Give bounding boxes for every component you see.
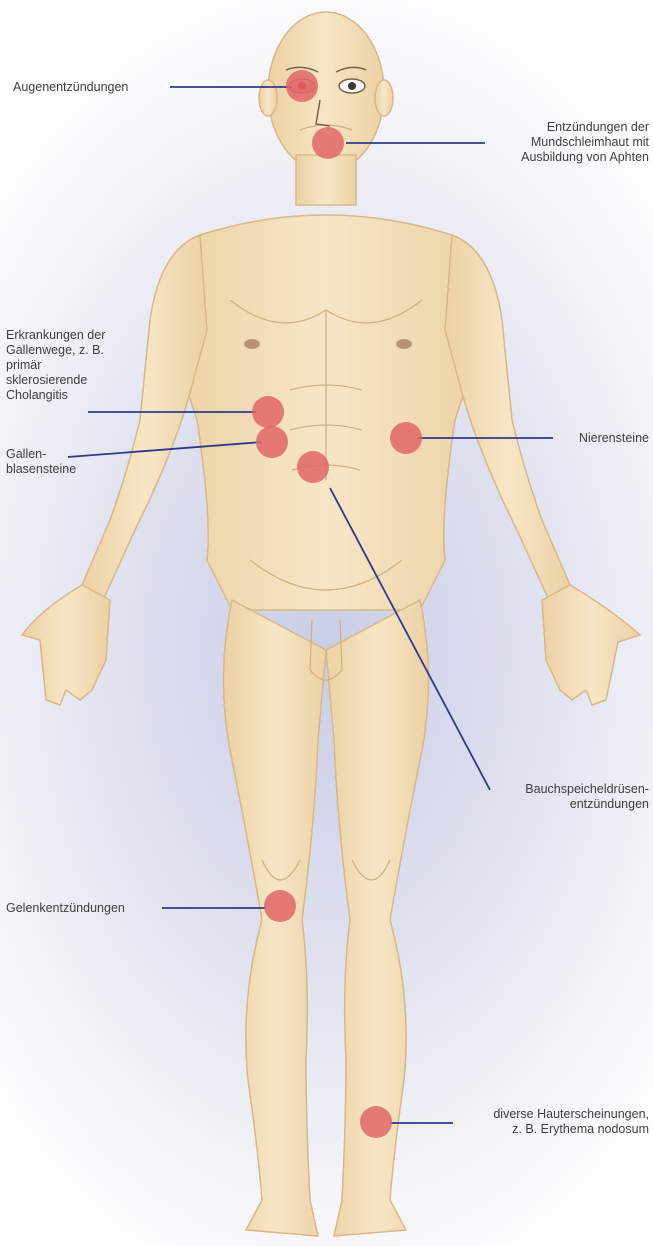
label-augenentzuendungen: Augenentzündungen: [13, 80, 128, 95]
label-line: diverse Hauterscheinungen,: [493, 1107, 649, 1122]
label-gelenkentzuendungen: Gelenkentzündungen: [6, 901, 125, 916]
marker-mund: [312, 127, 344, 159]
label-line: Ausbildung von Aphten: [521, 150, 649, 165]
label-nierensteine: Nierensteine: [579, 431, 649, 446]
label-hauterscheinungen: diverse Hauterscheinungen, z. B. Erythem…: [493, 1107, 649, 1137]
label-line: Gelenkentzündungen: [6, 901, 125, 916]
marker-gallenwege: [252, 396, 284, 428]
label-line: sklerosierende: [6, 373, 105, 388]
label-line: z. B. Erythema nodosum: [493, 1122, 649, 1137]
label-mundschleimhaut: Entzündungen der Mundschleimhaut mit Aus…: [521, 120, 649, 165]
label-gallenwege: Erkrankungen der Gallenwege, z. B. primä…: [6, 328, 105, 403]
label-line: Gallenwege, z. B.: [6, 343, 105, 358]
marker-augen: [286, 70, 318, 102]
label-gallenblasensteine: Gallen- blasensteine: [6, 447, 76, 477]
label-line: Erkrankungen der: [6, 328, 105, 343]
label-line: Nierensteine: [579, 431, 649, 446]
label-line: Mundschleimhaut mit: [521, 135, 649, 150]
label-line: Gallen-: [6, 447, 76, 462]
marker-pankreas: [297, 451, 329, 483]
marker-haut: [360, 1106, 392, 1138]
label-line: Bauchspeicheldrüsen-: [525, 782, 649, 797]
marker-niere: [390, 422, 422, 454]
label-line: Cholangitis: [6, 388, 105, 403]
label-line: Augenentzündungen: [13, 80, 128, 95]
label-line: entzündungen: [525, 797, 649, 812]
marker-gelenk: [264, 890, 296, 922]
label-line: primär: [6, 358, 105, 373]
body-silhouette: [22, 12, 640, 1236]
marker-gallenblase: [256, 426, 288, 458]
label-line: Entzündungen der: [521, 120, 649, 135]
label-bauchspeicheldruese: Bauchspeicheldrüsen- entzündungen: [525, 782, 649, 812]
label-line: blasensteine: [6, 462, 76, 477]
